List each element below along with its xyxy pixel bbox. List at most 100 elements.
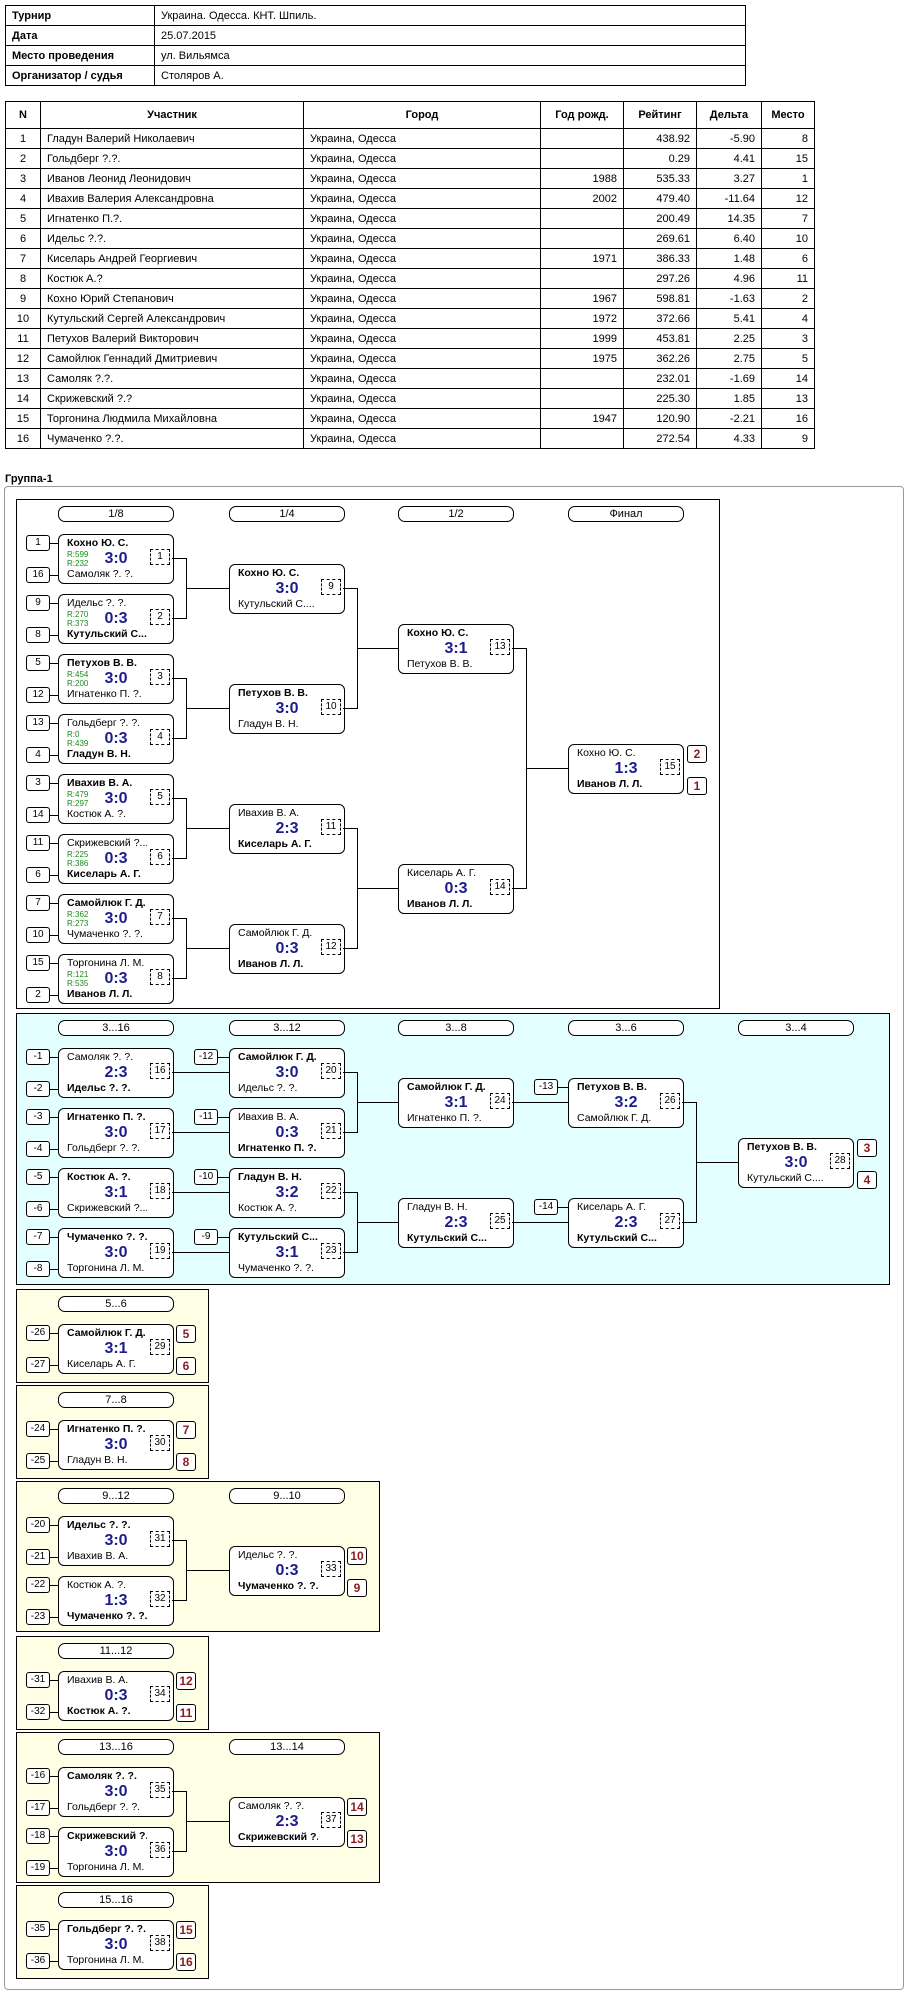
rating-bottom: R:297 [67, 799, 89, 808]
match-number: 15 [660, 759, 680, 775]
player-top: Игнатенко П. ?. [67, 1423, 146, 1435]
player-top: Торгонина Л. М. [67, 957, 145, 969]
table-cell: -1.63 [696, 288, 762, 309]
connector-line [558, 1087, 569, 1088]
match-score: 3:1 [444, 640, 468, 657]
round-label: 13...16 [58, 1739, 174, 1755]
match-box: Самоляк ?. ?.Скрижевский ?....2:337 [229, 1797, 345, 1847]
player-bottom: Гольдберг ?. ?. [67, 1142, 141, 1154]
place-badge: 16 [176, 1953, 196, 1971]
connector-line [50, 903, 58, 904]
group-container [4, 486, 904, 1990]
match-number: 23 [321, 1243, 341, 1259]
match-score: 0:3 [104, 730, 128, 747]
match-score: 3:0 [275, 580, 299, 597]
player-bottom: Кутульский С.... [747, 1172, 824, 1184]
table-cell: 6.40 [696, 228, 762, 249]
table-cell: 16 [761, 408, 815, 429]
table-cell: 362.26 [623, 348, 697, 369]
table-cell: 6 [761, 248, 815, 269]
table-cell: 8 [5, 268, 41, 289]
table-cell: 4.41 [696, 148, 762, 169]
player-top: Самойлюк Г. Д. [67, 1327, 146, 1339]
seed-number: -24 [26, 1421, 50, 1437]
table-cell: 1967 [540, 288, 624, 309]
match-score: 3:1 [104, 1184, 128, 1201]
match-number: 26 [660, 1093, 680, 1109]
connector-line [50, 1149, 58, 1150]
table-cell: 5.41 [696, 308, 762, 329]
connector-line [696, 1162, 738, 1163]
table-cell: 12 [761, 188, 815, 209]
round-label: 3...8 [398, 1020, 514, 1036]
table-cell: Петухов Валерий Викторович [40, 328, 304, 349]
player-bottom: Ивахив В. А. [67, 1550, 129, 1562]
match-number: 37 [321, 1812, 341, 1828]
match-score: 2:3 [104, 1064, 128, 1081]
column-header: Место [761, 101, 815, 129]
column-header: Город [303, 101, 541, 129]
connector-line [50, 1333, 58, 1334]
table-cell: Самойлюк Геннадий Дмитриевич [40, 348, 304, 369]
connector-line [50, 575, 58, 576]
seed-number: -19 [26, 1860, 50, 1876]
table-cell: Украина, Одесса [303, 328, 541, 349]
connector-line [50, 1712, 58, 1713]
player-top: Самоляк ?. ?. [67, 1770, 137, 1782]
seed-number: -35 [26, 1921, 50, 1937]
player-bottom: Торгонина Л. М. [67, 1262, 145, 1274]
table-cell: 1971 [540, 248, 624, 269]
connector-line [172, 1192, 229, 1193]
rating-top: R:225 [67, 850, 89, 859]
connector-line [343, 1072, 357, 1073]
connector-line [50, 1836, 58, 1837]
connector-line [172, 558, 186, 559]
seed-number: 16 [26, 567, 50, 583]
connector-line [50, 963, 58, 964]
table-cell: Кохно Юрий Степанович [40, 288, 304, 309]
player-bottom: Кутульский С.... [577, 1232, 657, 1244]
connector-line [50, 1089, 58, 1090]
place-badge: 11 [176, 1704, 196, 1722]
match-score: 3:0 [104, 1244, 128, 1261]
seed-number: -31 [26, 1672, 50, 1688]
column-header: Дельта [696, 101, 762, 129]
match-number: 8 [150, 969, 170, 985]
connector-line [218, 1177, 229, 1178]
table-cell: 4 [5, 188, 41, 209]
seed-number: -32 [26, 1704, 50, 1720]
connector-line [50, 1617, 58, 1618]
table-cell [540, 148, 624, 169]
connector-line [682, 1102, 696, 1103]
table-cell: -11.64 [696, 188, 762, 209]
connector-line [50, 755, 58, 756]
table-cell: Украина, Одесса [303, 268, 541, 289]
match-score: 2:3 [444, 1214, 468, 1231]
table-cell: Чумаченко ?.?. [40, 428, 304, 449]
player-bottom: Костюк А. ?. [67, 808, 126, 820]
player-bottom: Гольдберг ?. ?. [67, 1801, 141, 1813]
table-cell [540, 368, 624, 389]
table-cell: Украина, Одесса [303, 208, 541, 229]
table-cell: Украина, Одесса [303, 348, 541, 369]
match-score: 0:3 [104, 970, 128, 987]
match-score: 3:0 [275, 700, 299, 717]
table-cell: Украина, Одесса [303, 148, 541, 169]
seed-number: 12 [26, 687, 50, 703]
match-number: 16 [150, 1063, 170, 1079]
